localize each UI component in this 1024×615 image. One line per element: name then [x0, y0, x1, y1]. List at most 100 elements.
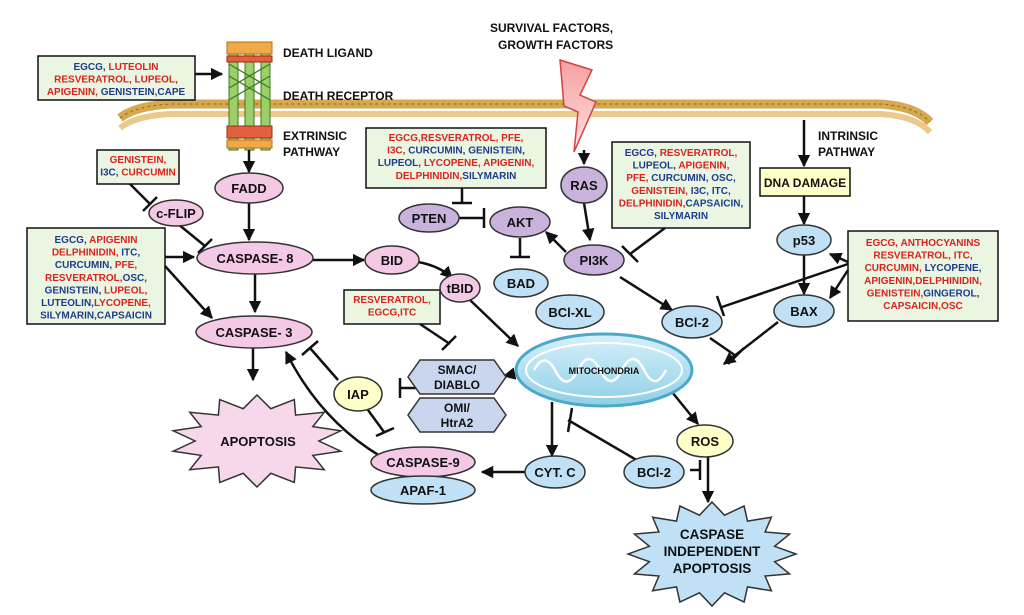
compound-name: CURCUMIN,	[865, 263, 925, 274]
compound-name: APIGENIN,DELPHINIDIN,	[864, 276, 982, 287]
death-receptor-icon	[226, 41, 273, 151]
compound-name: APIGENIN,	[47, 87, 101, 98]
cyt-c-node: CYT. C	[524, 455, 586, 489]
box-line: I3C, CURCUMIN, GENISTEIN,	[387, 146, 525, 157]
iap-node: IAP	[333, 376, 383, 412]
box-line: LUPEOL, LYCOPENE, APIGENIN,	[378, 158, 535, 169]
omi-htra2-node: OMI/ HtrA2	[407, 397, 507, 433]
compound-name: DELPHINIDIN,	[619, 198, 686, 209]
svg-text:EGCG, RESVERATROL,LUPEOL, APIG: EGCG, RESVERATROL,LUPEOL, APIGENIN,PFE, …	[619, 148, 744, 222]
svg-text:CASPASE- 3: CASPASE- 3	[215, 325, 292, 340]
compound-name: LUPEOL,	[378, 158, 424, 169]
compound-name: GENISTEIN,	[867, 288, 924, 299]
compound-name: GENISTEIN,	[631, 186, 690, 197]
box-line: GENISTEIN, LUPEOL,	[45, 285, 148, 296]
compound-name: GENISTEIN,	[45, 285, 104, 296]
compound-name: DELPHINIDIN,	[396, 171, 463, 182]
pten-node: PTEN	[398, 203, 460, 233]
death-receptor-label: DEATH RECEPTOR	[283, 89, 394, 103]
svg-text:APOPTOSIS: APOPTOSIS	[673, 561, 752, 576]
pi3k-inhibitors-box: EGCG, RESVERATROL,LUPEOL, APIGENIN,PFE, …	[611, 141, 751, 229]
svg-text:AKT: AKT	[507, 215, 534, 230]
pi3k-node: PI3K	[563, 244, 625, 276]
fadd-node: FADD	[214, 172, 284, 204]
svg-text:GENISTEIN,I3C, CURCUMIN: GENISTEIN, I3C, CURCUMIN	[100, 155, 176, 179]
compound-name: SILYMARIN	[654, 211, 708, 222]
box-line: SILYMARIN,CAPSAICIN	[40, 311, 152, 322]
box-line: EGCG, ANTHOCYANINS	[866, 238, 981, 249]
akt-node: AKT	[489, 206, 551, 238]
smac-diablo-node: SMAC/ DIABLO	[407, 359, 507, 395]
caspase-8-node: CASPASE- 8	[196, 241, 314, 275]
smac-inhibitors-box: RESVERATROL, EGCG,ITC	[343, 289, 441, 325]
death-receptor-inhibitors-box: EGCG, LUTEOLIN RESVERATROL, LUPEOL,APIGEN…	[37, 55, 196, 101]
bcl-2-upper-node: BCl-2	[661, 305, 723, 339]
svg-text:BID: BID	[381, 253, 403, 268]
compound-name: RESVERATROL,	[660, 148, 738, 159]
compound-name: CAPSAICIN,OSC	[883, 301, 962, 312]
intrinsic-pathway-label: PATHWAY	[818, 145, 875, 159]
caspase-9-node: CASPASE-9	[370, 446, 476, 478]
svg-text:BCl-2: BCl-2	[637, 465, 671, 480]
compound-name: RESVERATROL,	[353, 295, 431, 306]
compound-name: SILYMARIN,CAPSAICIN	[40, 311, 152, 322]
svg-text:BAD: BAD	[507, 276, 535, 291]
svg-text:INDEPENDENT: INDEPENDENT	[664, 544, 762, 559]
compound-name: CAPSAICIN,	[685, 198, 743, 209]
svg-text:APOPTOSIS: APOPTOSIS	[220, 434, 296, 449]
tbid-node: tBID	[439, 273, 481, 303]
svg-text:c-FLIP: c-FLIP	[156, 206, 196, 221]
extrinsic-pathway-label: EXTRINSIC	[283, 129, 347, 143]
death-ligand-label: DEATH LIGAND	[283, 46, 373, 60]
compound-name: APIGENIN,	[678, 161, 729, 172]
box-line: DELPHINIDIN, ITC,	[52, 248, 141, 259]
compound-name: OSC,	[123, 273, 148, 284]
box-line: RESVERATROL,	[353, 295, 431, 306]
lightning-bolt-icon	[559, 58, 597, 153]
cflip-inhibitors-box: GENISTEIN, I3C, CURCUMIN	[96, 149, 180, 185]
compound-name: DELPHINIDIN,	[52, 248, 121, 259]
svg-text:RAS: RAS	[570, 178, 598, 193]
compound-name: GENISTEIN,	[110, 155, 167, 166]
caspase-3-node: CASPASE- 3	[195, 315, 313, 349]
box-line: DELPHINIDIN,CAPSAICIN,	[619, 198, 744, 209]
box-line: RESVERATROL, ITC,	[873, 251, 972, 262]
box-line: EGCG,ITC	[368, 308, 416, 319]
box-line: EGCG, APIGENIN	[55, 235, 138, 246]
compound-name: LYCOPENE,	[94, 298, 151, 309]
svg-text:PTEN: PTEN	[412, 211, 447, 226]
svg-text:CASPASE- 8: CASPASE- 8	[216, 251, 293, 266]
compound-name: PFE,	[626, 173, 651, 184]
svg-text:IAP: IAP	[347, 387, 369, 402]
svg-text:EGCG,RESVERATROL, PFE,I3C, CUR: EGCG,RESVERATROL, PFE,I3C, CURCUMIN, GEN…	[378, 133, 535, 182]
compound-name: GENISTEIN,CAPE	[101, 87, 186, 98]
box-line: GENISTEIN,GINGEROL,	[867, 288, 980, 299]
bcl-2-lower-node: BCl-2	[623, 455, 685, 489]
svg-text:CASPASE-9: CASPASE-9	[386, 455, 459, 470]
compound-name: EGCG,ITC	[368, 308, 416, 319]
survival-factors-label: SURVIVAL FACTORS,	[490, 21, 613, 35]
compound-name: LUTEOLIN,	[41, 298, 94, 309]
compound-name: CURCUMIN, GENISTEIN,	[408, 146, 525, 157]
box-line: APIGENIN, GENISTEIN,CAPE	[47, 87, 186, 98]
compound-name: RESVERATROL, LUPEOL,	[54, 75, 178, 86]
svg-text:SMAC/: SMAC/	[438, 363, 477, 377]
box-line: EGCG, LUTEOLIN	[73, 62, 158, 73]
box-line: I3C, CURCUMIN	[100, 168, 176, 179]
p53-node: p53	[776, 224, 832, 256]
compound-name: LYCOPENE, APIGENIN,	[424, 158, 535, 169]
intrinsic-pathway-label: INTRINSIC	[818, 129, 878, 143]
bcl-xl-node: BCl-XL	[535, 294, 605, 330]
cell-membrane	[117, 99, 934, 135]
bad-node: BAD	[493, 268, 549, 298]
box-line: APIGENIN,DELPHINIDIN,	[864, 276, 982, 287]
compound-name: I3C,	[387, 146, 408, 157]
bid-node: BID	[364, 245, 420, 275]
svg-text:OMI/: OMI/	[444, 401, 471, 415]
svg-text:MITOCHONDRIA: MITOCHONDRIA	[569, 366, 640, 376]
svg-text:ROS: ROS	[691, 434, 720, 449]
compound-name: LYCOPENE,	[925, 263, 982, 274]
